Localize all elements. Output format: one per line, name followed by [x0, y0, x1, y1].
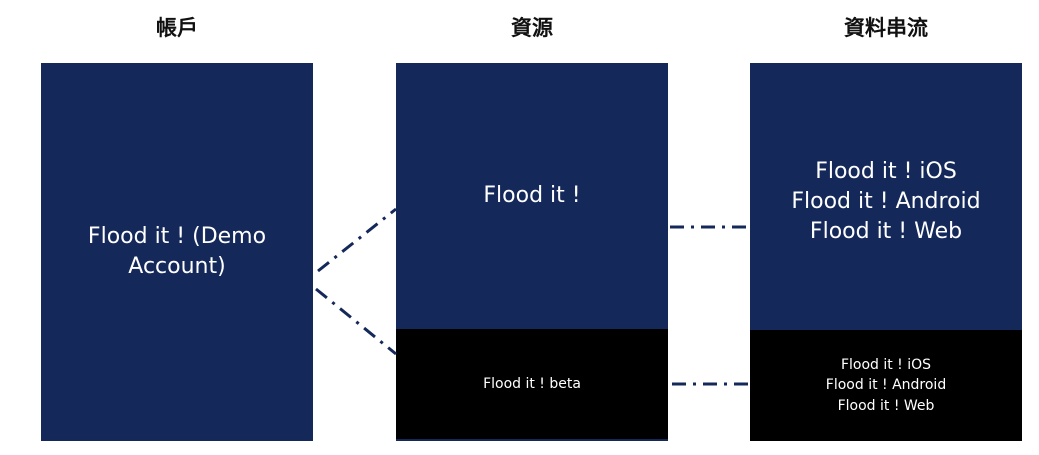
connector-account-to-property-main — [317, 207, 397, 273]
property-box-main: Flood it ! — [396, 63, 668, 329]
stream-main-ios: Flood it ! iOS — [815, 158, 957, 184]
account-name-line2: Account) — [128, 254, 226, 279]
connector-account-to-property-beta — [315, 287, 397, 356]
header-property: 資源 — [511, 16, 553, 40]
stream-main-web: Flood it ! Web — [809, 218, 963, 244]
header-data-streams: 資料串流 — [844, 16, 928, 40]
account-name-line1: Flood it ! (Demo — [87, 224, 267, 249]
stream-box-beta: Flood it ! iOS Flood it ! Android Flood … — [750, 330, 1022, 441]
account-box: Flood it ! (Demo Account) — [41, 63, 313, 441]
stream-beta-web: Flood it ! Web — [837, 397, 935, 414]
property-name-beta: Flood it ! beta — [483, 375, 581, 392]
stream-beta-android: Flood it ! Android — [825, 377, 947, 394]
property-name-main: Flood it ! — [483, 183, 581, 208]
header-account: 帳戶 — [156, 16, 198, 40]
property-box-beta: Flood it ! beta — [396, 329, 668, 441]
stream-box-main: Flood it ! iOS Flood it ! Android Flood … — [750, 63, 1022, 330]
stream-beta-ios: Flood it ! iOS — [840, 356, 932, 373]
stream-main-android: Flood it ! Android — [791, 188, 981, 214]
